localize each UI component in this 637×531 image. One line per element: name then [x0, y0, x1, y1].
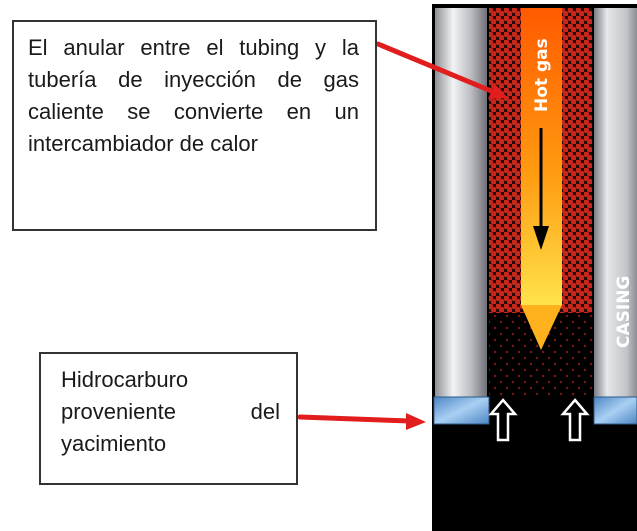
callout-arrow-bottom: [297, 413, 426, 430]
casing-wall-left: [435, 8, 487, 397]
flow-up-arrow-icon: [560, 398, 590, 442]
casing-wall-right: [594, 8, 637, 397]
callout-heat-exchanger-text: El anular entre el tubing y la tubería d…: [28, 35, 359, 156]
flow-down-arrow-icon: [533, 128, 549, 250]
hot-gas-label: Hot gas: [532, 38, 552, 112]
packer-seal-right: [593, 396, 637, 425]
callout-heat-exchanger: El anular entre el tubing y la tubería d…: [12, 20, 377, 231]
flow-up-arrow-icon: [488, 398, 518, 442]
casing-label: CASING: [614, 276, 634, 348]
hot-gas-tube-tip: [521, 305, 562, 350]
callout-arrow-top: [375, 41, 508, 99]
callout-hydrocarbon-text: Hidrocarburo proveniente del yacimiento: [61, 367, 280, 456]
packer-seal-left: [433, 396, 490, 425]
callout-hydrocarbon: Hidrocarburo proveniente del yacimiento: [39, 352, 298, 485]
